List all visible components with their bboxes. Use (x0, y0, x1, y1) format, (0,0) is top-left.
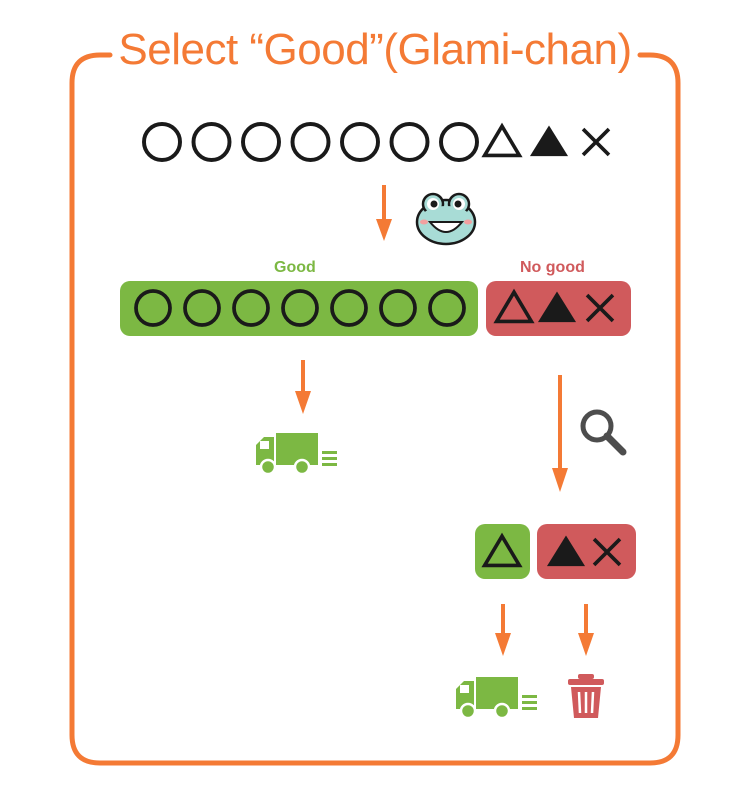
no-good-label: No good (520, 259, 585, 276)
circle-mark (330, 289, 368, 327)
circle-mark (134, 289, 172, 327)
triangle-filled-mark (537, 291, 577, 323)
circle-mark (389, 122, 430, 162)
trash-can-icon (568, 674, 604, 718)
arrow-down-second-good-to-ship (495, 604, 511, 656)
second-no-good-box (537, 524, 636, 579)
good-label: Good (274, 259, 316, 276)
triangle-outline-mark (481, 122, 523, 158)
arrow-down-second-no-good-to-trash (578, 604, 594, 656)
delivery-truck-icon (256, 433, 337, 476)
triangle-outline-mark (481, 532, 523, 568)
frame-border (69, 52, 681, 766)
triangle-outline-mark (493, 288, 535, 324)
circle-mark (241, 122, 281, 162)
circle-mark (439, 122, 479, 162)
cross-mark (585, 293, 615, 323)
circle-mark (281, 289, 319, 327)
page-title: Select “Good”(Glami-chan) (118, 25, 632, 74)
second-no-good-marks-row (546, 535, 622, 567)
source-marks-row (142, 122, 611, 162)
circle-mark (191, 122, 232, 162)
circle-mark (232, 289, 270, 327)
circle-mark (340, 122, 380, 162)
cross-mark (581, 127, 611, 157)
circle-mark (183, 289, 221, 327)
circle-mark (142, 122, 182, 162)
circle-mark (379, 289, 417, 327)
second-good-box (475, 524, 530, 579)
no-good-marks-row (493, 288, 615, 324)
delivery-truck-icon (456, 677, 537, 720)
magnifier-icon (580, 409, 627, 456)
circle-mark (428, 289, 466, 327)
triangle-filled-mark (529, 125, 569, 157)
arrow-down-inspection (376, 185, 392, 241)
circle-mark (290, 122, 331, 162)
arrow-down-good-to-ship (295, 360, 311, 414)
second-good-marks-row (481, 532, 523, 568)
cross-mark (592, 537, 622, 567)
arrow-down-no-good-to-recheck (552, 375, 568, 492)
good-marks-row (134, 289, 466, 327)
triangle-filled-mark (546, 535, 586, 567)
frog-mascot-icon (415, 192, 477, 246)
